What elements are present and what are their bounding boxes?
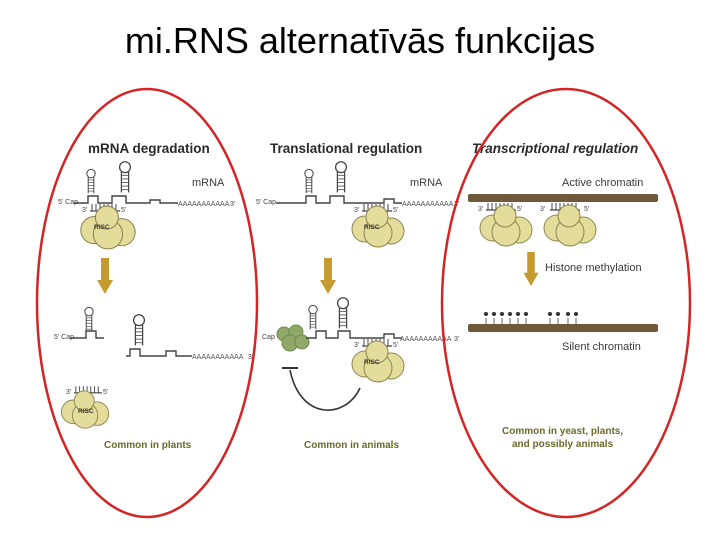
- histone-methylation-label: Histone methylation: [545, 262, 642, 274]
- three-prime-end: 3': [248, 354, 253, 361]
- risc-label: RISC: [94, 224, 110, 231]
- cap-label: Cap: [262, 334, 275, 341]
- three-prime-end: 3': [454, 336, 459, 343]
- translational-mrna-strand: 5' Cap AAAAAAAAAAA 3' mRNA: [256, 161, 459, 208]
- footer-translational: Common in animals: [304, 440, 399, 451]
- slide-title: mi.RNS alternatīvās funkcijas: [124, 20, 596, 61]
- mrna-label: mRNA: [410, 177, 443, 189]
- five-prime-label: 5': [584, 206, 589, 213]
- risc-complex: 3' 5': [540, 202, 597, 247]
- silent-chromatin-bar: [468, 324, 658, 332]
- cap-label: 5' Cap: [54, 334, 74, 341]
- down-arrow-icon: [320, 258, 336, 294]
- polya-tail: AAAAAAAAAAA: [178, 201, 230, 208]
- active-chromatin-bar: [468, 194, 658, 202]
- polya-tail: AAAAAAAAAAA: [402, 201, 454, 208]
- degradation-mrna-strand: 5' Cap AAAAAAAAAAA 3' mRNA: [58, 161, 235, 208]
- panel-title-translational: Translational regulation: [270, 141, 422, 156]
- panel-title-degradation: mRNA degradation: [88, 141, 210, 156]
- panel-title-transcriptional: Transcriptional regulation: [472, 141, 638, 156]
- silent-chromatin-label: Silent chromatin: [562, 341, 641, 353]
- panel-transcriptional-regulation: Transcriptional regulation Active chroma…: [468, 141, 658, 450]
- cap-label: 5' Cap: [256, 199, 276, 206]
- three-prime-end: 3': [230, 201, 235, 208]
- highlight-oval-transcriptional: [440, 87, 692, 519]
- three-prime-label: 3': [354, 342, 359, 349]
- released-risc: 3' 5' RISC: [60, 385, 110, 429]
- five-prime-label: 5': [393, 342, 398, 349]
- polya-tail: AAAAAAAAAAA: [400, 336, 452, 343]
- hairpin-structure: [118, 161, 132, 194]
- three-prime-label: 3': [354, 207, 359, 214]
- five-prime-label: 5': [121, 207, 126, 214]
- risc-complex: 3' 5' RISC: [351, 203, 405, 248]
- cleaved-mrna: 5' Cap AAAAAAAAAAA 3': [54, 306, 253, 361]
- mrna-label: mRNA: [192, 177, 225, 189]
- three-prime-label: 3': [82, 207, 87, 214]
- five-prime-label: 5': [103, 389, 108, 396]
- highlight-oval-degradation: [35, 87, 259, 519]
- risc-label: RISC: [364, 359, 380, 366]
- down-arrow-icon: [97, 258, 113, 294]
- footer-transcriptional-line2: and possibly animals: [512, 439, 614, 450]
- blocked-translation: Cap AAAAAAAAAAA 3' 3' 5' RISC: [262, 297, 459, 411]
- methylation-marks: [484, 312, 578, 324]
- three-prime-label: 3': [66, 389, 71, 396]
- five-prime-label: 5': [517, 206, 522, 213]
- three-prime-label: 3': [540, 206, 545, 213]
- cap-label: 5' Cap: [58, 199, 78, 206]
- polya-tail: AAAAAAAAAAA: [192, 354, 244, 361]
- footer-transcriptional-line1: Common in yeast, plants,: [502, 426, 623, 437]
- risc-label: RISC: [78, 408, 94, 415]
- panel-translational-regulation: Translational regulation 5' Cap AAAAAAAA…: [256, 141, 459, 451]
- ribosome-icon: [276, 324, 310, 352]
- hairpin-structure: [86, 168, 96, 194]
- inhibition-arc: [289, 369, 361, 411]
- active-chromatin-label: Active chromatin: [562, 177, 643, 189]
- risc-complex: 3' 5': [478, 202, 533, 247]
- three-prime-label: 3': [478, 206, 483, 213]
- five-prime-label: 5': [393, 207, 398, 214]
- risc-label: RISC: [364, 224, 380, 231]
- panel-mrna-degradation: mRNA degradation 5' Cap AAAAAAAAAAA 3' m…: [54, 141, 253, 451]
- risc-complex: 3' 5' RISC: [80, 203, 136, 250]
- down-arrow-icon: [523, 252, 539, 286]
- footer-degradation: Common in plants: [104, 440, 192, 451]
